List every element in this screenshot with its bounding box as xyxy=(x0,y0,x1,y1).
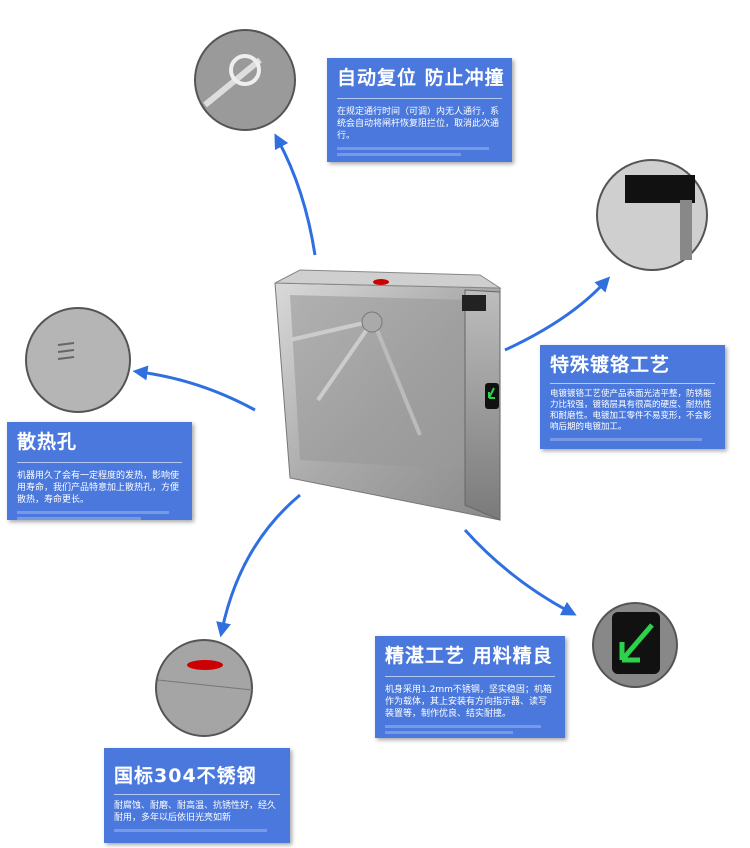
feature-card-vents: 散热孔 机器用久了会有一定程度的发热，影响使用寿命，我们产品特意加上散热孔，方便… xyxy=(7,422,192,520)
feature-title: 精湛工艺 用料精良 xyxy=(385,645,553,667)
feature-title: 散热孔 xyxy=(17,431,78,453)
feature-card-steel: 国标304不锈钢 耐腐蚀、耐磨、耐高温、抗锈性好，经久耐用，多年以后依旧光亮如新 xyxy=(104,748,290,843)
feature-desc: 机器用久了会有一定程度的发热，影响使用寿命，我们产品特意加上散热孔，方便散热，寿… xyxy=(17,471,180,505)
detail-circle-vents xyxy=(25,307,131,413)
arrow-right-up xyxy=(504,276,611,352)
turnstile-image xyxy=(274,269,502,521)
feature-title: 国标304不锈钢 xyxy=(114,765,257,787)
arrow-down-right xyxy=(463,528,577,616)
feature-desc: 机身采用1.2mm不锈钢，坚实稳固；机箱作为载体，其上安装有方向指示器、读写装置… xyxy=(385,685,552,719)
feature-title: 自动复位 防止冲撞 xyxy=(337,67,505,89)
feature-title: 特殊镀铬工艺 xyxy=(550,354,671,376)
feature-desc: 在规定通行时间（可调）内无人通行，系统会自动将闸杆恢复阻拦位，取消此次通行。 xyxy=(337,107,500,141)
feature-card-chrome: 特殊镀铬工艺 电镀镀铬工艺使产品表面光洁平整，防锈能力比较强，镀铬层具有很高的硬… xyxy=(540,345,725,449)
feature-card-craft: 精湛工艺 用料精良 机身采用1.2mm不锈钢，坚实稳固；机箱作为载体，其上安装有… xyxy=(375,636,565,738)
detail-circle-steel xyxy=(155,639,253,737)
arrow-down-left xyxy=(216,493,301,638)
feature-desc: 电镀镀铬工艺使产品表面光洁平整，防锈能力比较强，镀铬层具有很高的硬度、耐热性和耐… xyxy=(550,389,712,432)
detail-circle-reader xyxy=(596,159,708,271)
arrow-left xyxy=(132,365,256,412)
feature-card-auto-reset: 自动复位 防止冲撞 在规定通行时间（可调）内无人通行，系统会自动将闸杆恢复阻拦位… xyxy=(327,58,512,162)
detail-circle-arm xyxy=(194,29,296,131)
feature-desc: 耐腐蚀、耐磨、耐高温、抗锈性好，经久耐用，多年以后依旧光亮如新 xyxy=(114,801,277,823)
detail-circle-indicator xyxy=(592,602,678,688)
arrow-up xyxy=(274,133,317,256)
